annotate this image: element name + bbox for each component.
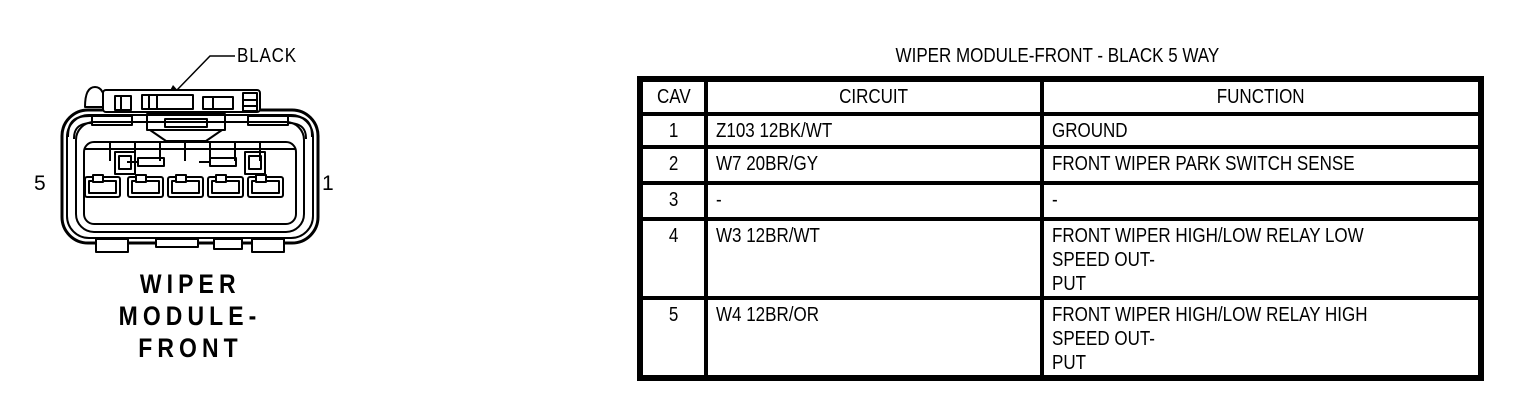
table-row: 2 W7 20BR/GY FRONT WIPER PARK SWITCH SEN… (638, 145, 1483, 185)
pin-label-1: 1 (322, 172, 334, 195)
table-title: WIPER MODULE-FRONT - BLACK 5 WAY (895, 45, 1220, 67)
function-cell: - (1040, 181, 1483, 221)
column-header-circuit: CIRCUIT (704, 77, 1044, 116)
table-row: 4 W3 12BR/WT FRONT WIPER HIGH/LOW RELAY … (638, 217, 1483, 300)
center-keyway (146, 113, 226, 142)
rim-details (66, 115, 314, 140)
circuit-cell: Z103 12BK/WT (704, 112, 1044, 149)
terminal-slot (247, 174, 284, 198)
table-row: 1 Z103 12BK/WT GROUND (638, 112, 1483, 149)
latch (84, 86, 261, 113)
connector-caption: WIPER MODULE- FRONT (100, 268, 280, 364)
circuit-cell: - (704, 181, 1044, 221)
table-row: 3 - - (638, 181, 1483, 221)
function-cell: FRONT WIPER HIGH/LOW RELAY LOW SPEED OUT… (1040, 217, 1483, 300)
connector-drawing (60, 55, 320, 253)
cav-cell: 5 (638, 296, 708, 380)
function-cell: GROUND (1040, 112, 1483, 149)
pinout-table: CAV CIRCUIT FUNCTION 1 Z103 12BK/WT GROU… (637, 76, 1484, 381)
column-header-function: FUNCTION (1040, 77, 1483, 116)
function-cell: FRONT WIPER HIGH/LOW RELAY HIGH SPEED OU… (1040, 296, 1483, 380)
header-row: CAV CIRCUIT FUNCTION (638, 77, 1483, 116)
caption-line: MODULE- (118, 301, 262, 331)
circuit-cell: W3 12BR/WT (704, 217, 1044, 300)
circuit-cell: W7 20BR/GY (704, 145, 1044, 185)
caption-line: FRONT (137, 333, 243, 363)
cav-cell: 1 (638, 112, 708, 149)
pin-label-5: 5 (34, 172, 46, 195)
caption-line: WIPER (139, 269, 241, 299)
function-cell: FRONT WIPER PARK SWITCH SENSE (1040, 145, 1483, 185)
terminal-slot (207, 174, 244, 198)
terminal-slots (84, 174, 284, 198)
terminal-slot (84, 174, 121, 198)
circuit-cell: W4 12BR/OR (704, 296, 1044, 380)
mounting-tabs (95, 238, 285, 253)
connector-color-text: BLACK (237, 45, 298, 67)
connector-color-label: BLACK (237, 45, 308, 68)
cav-cell: 4 (638, 217, 708, 300)
terminal-slot (127, 174, 164, 198)
column-header-cav: CAV (638, 77, 708, 116)
connector-figure: BLACK 5 1 WIPER MODULE- FRONT (0, 0, 420, 406)
table-row: 5 W4 12BR/OR FRONT WIPER HIGH/LOW RELAY … (638, 296, 1483, 380)
cav-cell: 2 (638, 145, 708, 185)
cav-cell: 3 (638, 181, 708, 221)
terminal-slot (167, 174, 204, 198)
